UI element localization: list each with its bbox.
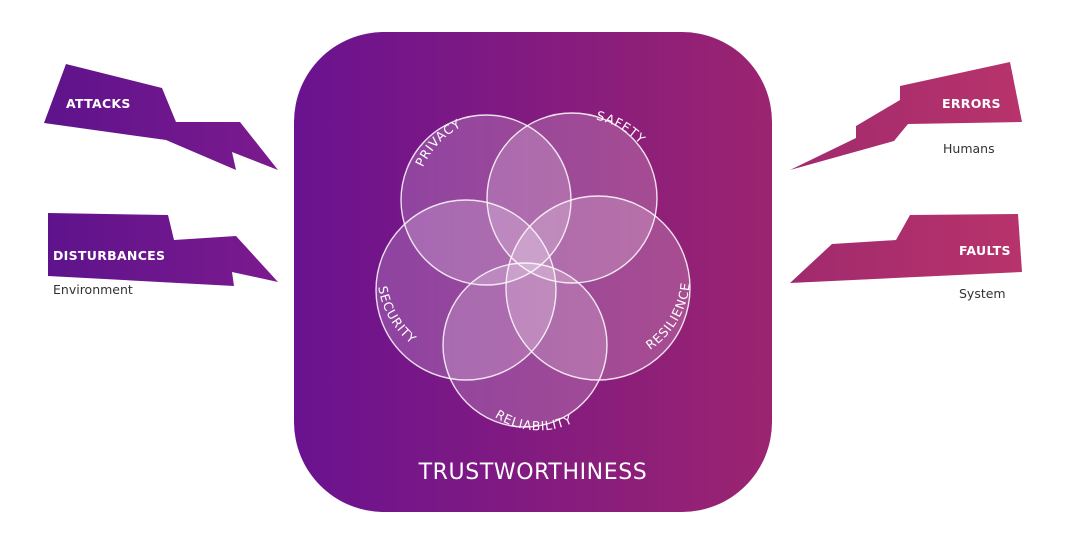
source-humans: Humans — [943, 141, 995, 156]
label-errors: ERRORS — [942, 96, 1001, 111]
bolt-errors — [790, 62, 1022, 170]
trustworthiness-title: TRUSTWORTHINESS — [418, 460, 648, 485]
bolt-disturbances — [48, 213, 278, 286]
label-faults: FAULTS — [959, 243, 1011, 258]
label-attacks: ATTACKS — [66, 96, 131, 111]
bolt-attacks — [44, 64, 278, 170]
source-environment: Environment — [53, 282, 133, 297]
label-disturbances: DISTURBANCES — [53, 248, 166, 263]
source-system: System — [959, 286, 1006, 301]
circle-security — [375, 199, 557, 381]
circle-safety — [486, 112, 658, 284]
bolt-faults — [790, 214, 1022, 283]
circle-resilience — [505, 195, 691, 381]
trustworthiness-container — [294, 32, 772, 512]
venn-diagram — [375, 112, 691, 428]
circle-reliability — [442, 262, 608, 428]
